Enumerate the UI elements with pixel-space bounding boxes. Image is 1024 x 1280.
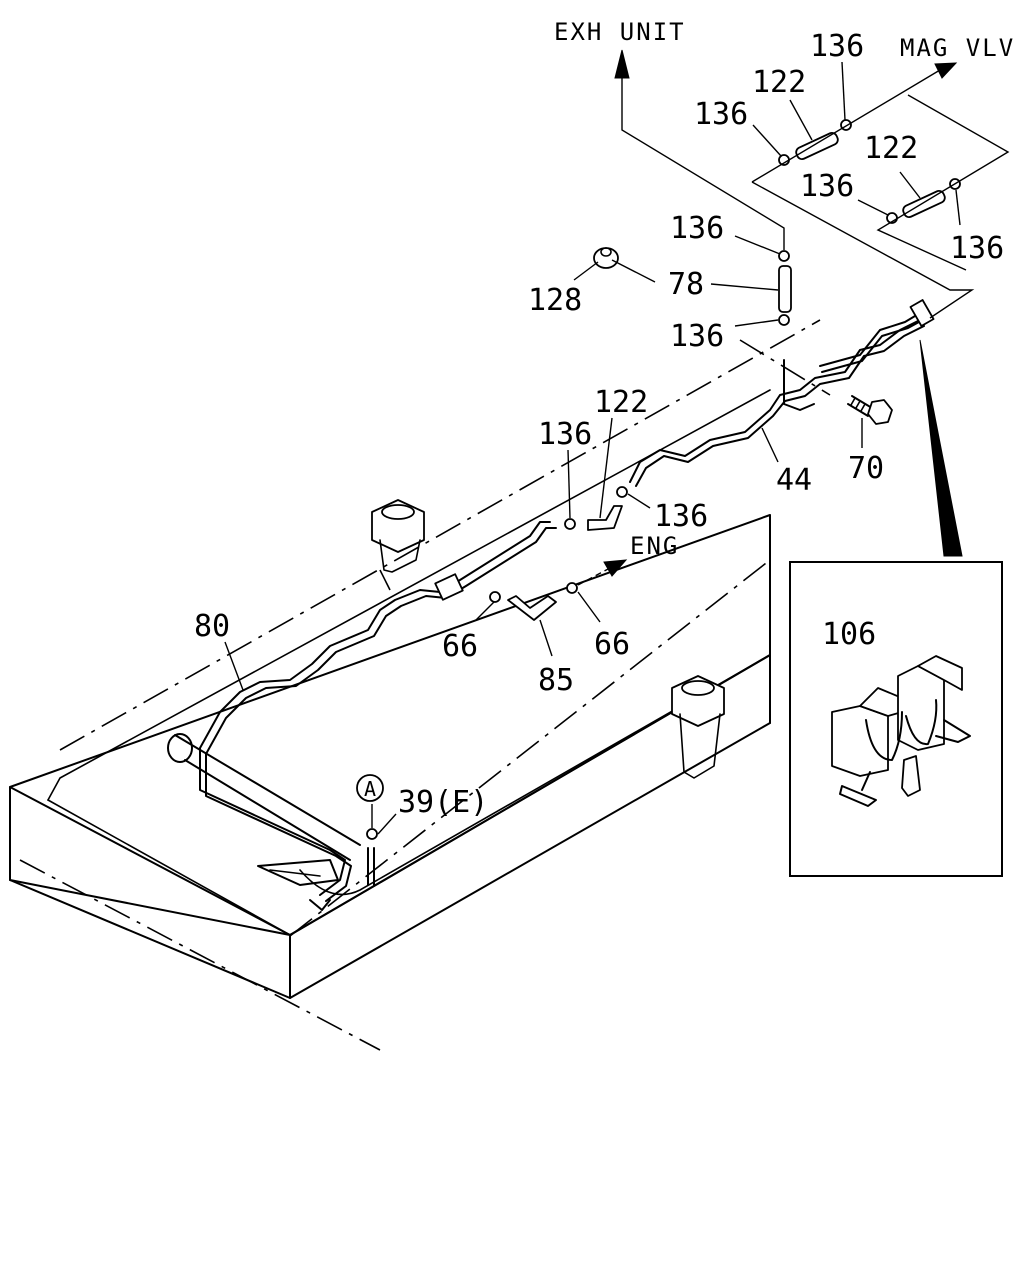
pipe-end-clip	[909, 299, 935, 327]
callout-70: 70	[848, 451, 884, 486]
frame-post-right	[671, 675, 725, 779]
callout-136-c: 136	[538, 417, 592, 452]
callout-78: 78	[668, 267, 704, 302]
dest-eng: ENG	[630, 532, 679, 560]
callout-106: 106	[822, 617, 876, 652]
callout-39e: 39(E)	[398, 785, 488, 820]
leader-lines	[224, 61, 961, 835]
callout-128: 128	[528, 283, 582, 318]
routing-lines	[577, 49, 1010, 586]
part-128	[593, 247, 619, 269]
hose-78	[778, 265, 792, 313]
callout-122-mid: 122	[594, 385, 648, 420]
callout-136-top: 136	[810, 29, 864, 64]
callout-136-b: 136	[670, 319, 724, 354]
callout-122-right: 122	[864, 131, 918, 166]
bolt-70	[847, 395, 893, 425]
hose-122-top	[795, 132, 839, 160]
pipe-39-riser	[367, 847, 375, 886]
callout-44: 44	[776, 463, 812, 498]
callout-136-a: 136	[670, 211, 724, 246]
callout-136-d: 136	[654, 499, 708, 534]
pipe-clip	[434, 573, 464, 601]
callout-66-right: 66	[594, 627, 630, 662]
ref-a-label: A	[364, 777, 376, 801]
callout-122-top: 122	[752, 65, 806, 100]
frame-post-left	[371, 499, 425, 573]
dest-mag-vlv: MAG VLV	[900, 34, 1015, 62]
frame-rail	[9, 319, 821, 1051]
hose-122-right	[902, 190, 946, 218]
hose-122-mid	[587, 505, 623, 531]
detail-box-106	[789, 561, 1003, 877]
reference-a-marker: A	[356, 774, 384, 802]
callout-136-right: 136	[950, 231, 1004, 266]
callout-136-mid: 136	[800, 169, 854, 204]
callout-80: 80	[194, 609, 230, 644]
callout-66-left: 66	[442, 629, 478, 664]
dest-exh-unit: EXH UNIT	[554, 18, 686, 46]
callout-85: 85	[538, 663, 574, 698]
pipe-44	[629, 309, 931, 487]
callout-136-left: 136	[694, 97, 748, 132]
pipe-80	[199, 521, 557, 911]
hose-clamps	[366, 119, 961, 840]
hose-85	[507, 595, 557, 621]
detail-pointer	[919, 339, 963, 557]
muffler-cylinder	[167, 733, 361, 861]
